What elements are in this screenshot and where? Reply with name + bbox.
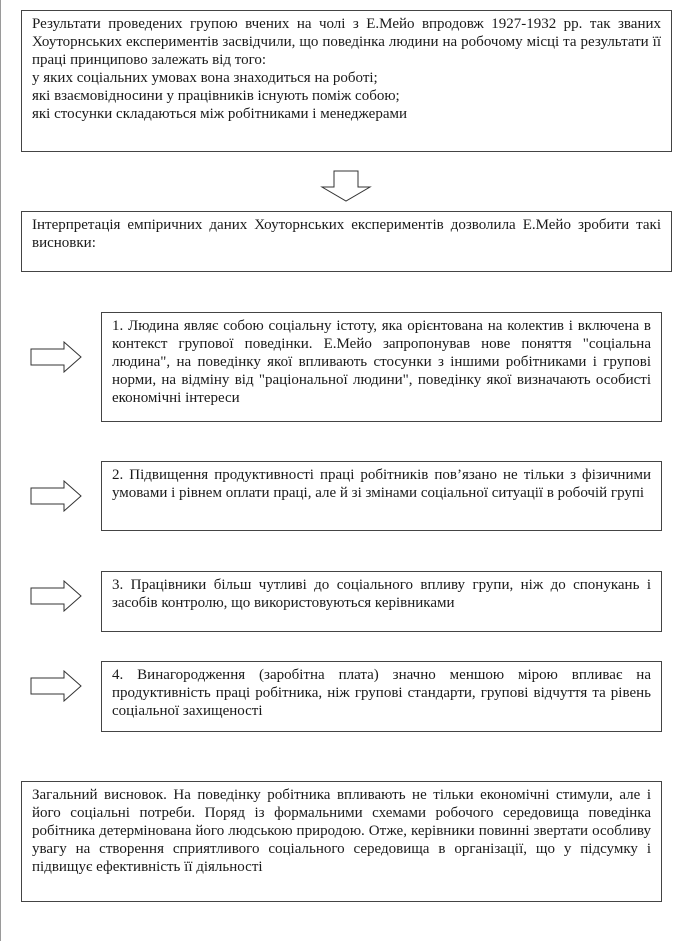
right-arrow-icon: [30, 580, 82, 612]
right-arrow-icon: [30, 670, 82, 702]
conclusion-text-4: 4. Винагородження (заробітна плата) знач…: [112, 667, 651, 719]
findings-item-1: у яких соціальних умовах вона знаходитьс…: [32, 70, 378, 86]
findings-intro: Результати проведених групою вчених на ч…: [32, 16, 661, 68]
right-arrow-icon: [30, 480, 82, 512]
findings-box: Результати проведених групою вчених на ч…: [21, 10, 672, 152]
conclusion-text-3: 3. Працівники більш чутливі до соціально…: [112, 577, 651, 611]
interpretation-box: Інтерпретація емпіричних даних Хоуторнсь…: [21, 211, 672, 272]
down-arrow-icon: [320, 170, 372, 202]
findings-item-2: які взаємовідносини у працівників існуют…: [32, 88, 400, 104]
conclusion-box-3: 3. Працівники більш чутливі до соціально…: [101, 571, 662, 632]
conclusion-box-1: 1. Людина являє собою соціальну істоту, …: [101, 312, 662, 422]
summary-text: Загальний висновок. На поведінку робітни…: [32, 787, 651, 875]
conclusion-box-4: 4. Винагородження (заробітна плата) знач…: [101, 661, 662, 732]
interpretation-text: Інтерпретація емпіричних даних Хоуторнсь…: [32, 217, 661, 251]
right-arrow-icon: [30, 341, 82, 373]
findings-item-3: які стосунки складаються між робітниками…: [32, 106, 407, 122]
summary-box: Загальний висновок. На поведінку робітни…: [21, 781, 662, 902]
conclusion-box-2: 2. Підвищення продуктивності праці робіт…: [101, 461, 662, 531]
conclusion-text-1: 1. Людина являє собою соціальну істоту, …: [112, 318, 651, 406]
conclusion-text-2: 2. Підвищення продуктивності праці робіт…: [112, 467, 651, 501]
